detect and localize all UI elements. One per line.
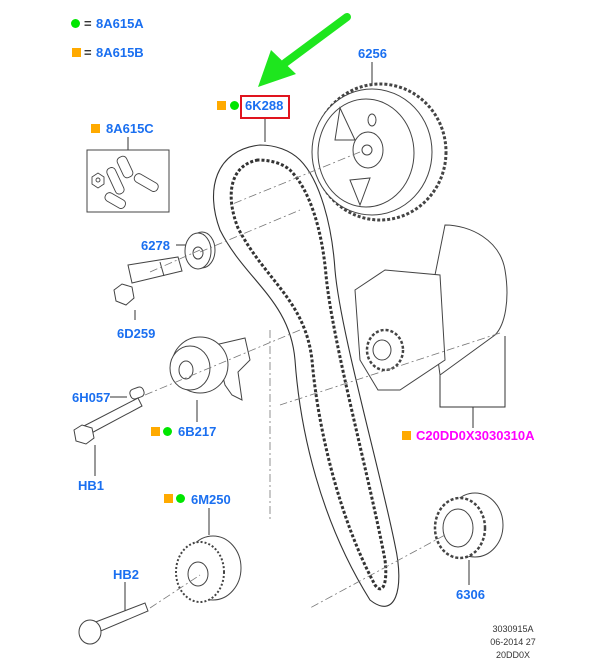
marker-orange-water-pump [402,431,411,440]
label-bolt-kit[interactable]: 8A615C [106,121,154,136]
footer-ref: 3030915A [492,624,534,634]
diagram-footer: 3030915A 06-2014 27 20DD0X [478,623,548,662]
label-idler-pulley[interactable]: 6M250 [191,492,231,507]
marker-orange-6K288 [217,101,226,110]
footer-engine: 20DD0X [495,650,531,660]
marker-orange-6B217 [151,427,160,436]
label-water-pump-kit[interactable]: C20DD0X3030310A [416,428,535,443]
marker-green-6B217 [163,427,172,436]
legend-code-8A615A[interactable]: 8A615A [96,16,144,31]
footer-date: 06-2014 27 [490,637,536,647]
bolt-kit-box [86,149,170,213]
label-crank-sprocket[interactable]: 6306 [456,587,485,602]
legend-green-circle [71,19,80,28]
label-bolt-HB2[interactable]: HB2 [113,567,140,582]
marker-green-6K288 [230,101,239,110]
label-dowel[interactable]: 6H057 [72,390,111,405]
label-camshaft-sprocket[interactable]: 6256 [358,46,387,61]
label-bolt-HB1[interactable]: HB1 [78,478,105,493]
highlight-box [240,95,290,119]
legend-orange-square [72,48,81,57]
legend-equals: = [84,45,92,60]
legend-equals: = [84,16,92,31]
highlight-arrow [258,13,351,87]
marker-orange-8A615C [91,124,100,133]
label-washer[interactable]: 6278 [141,238,170,253]
label-timing-belt[interactable]: 6K288 [245,98,284,113]
legend-code-8A615B[interactable]: 8A615B [96,45,144,60]
camshaft-sprocket-drawing [311,82,448,222]
marker-orange-6M250 [164,494,173,503]
label-bolt-6D259[interactable]: 6D259 [117,326,156,341]
marker-green-6M250 [176,494,185,503]
timing-belt-drawing [213,144,400,607]
label-tensioner[interactable]: 6B217 [178,424,217,439]
